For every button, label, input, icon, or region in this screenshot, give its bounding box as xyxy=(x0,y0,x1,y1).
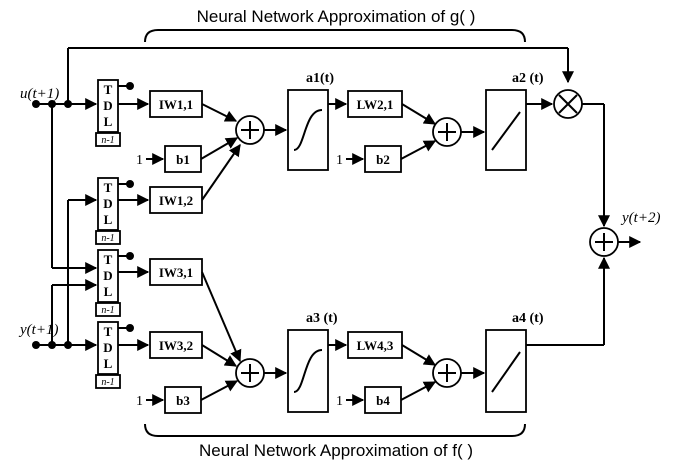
svg-text:L: L xyxy=(104,114,113,129)
svg-text:b3: b3 xyxy=(176,393,190,408)
b3-bias: 1 b3 xyxy=(136,386,202,414)
svg-text:LW4,3: LW4,3 xyxy=(357,338,394,353)
input-y-label: y(t+1) xyxy=(18,322,58,338)
bottom-brace xyxy=(144,423,526,437)
svg-text:D: D xyxy=(103,98,112,113)
input-u-label: u(t+1) xyxy=(20,86,59,102)
tdl-block-3: T D L n-1 xyxy=(95,249,150,317)
svg-text:n-1: n-1 xyxy=(101,377,114,388)
tdl-block-1: T D L n-1 xyxy=(95,79,150,147)
svg-text:b1: b1 xyxy=(176,152,190,167)
svg-text:D: D xyxy=(103,268,112,283)
lw43-box: LW4,3 xyxy=(347,331,437,401)
linear-layer-4: a4 (t) xyxy=(485,256,610,413)
y-input-wires xyxy=(32,194,98,351)
tdl-block-4: T D L n-1 xyxy=(95,321,150,389)
svg-text:L: L xyxy=(104,284,113,299)
svg-text:L: L xyxy=(104,356,113,371)
sum-junction-3 xyxy=(200,271,288,401)
bottom-caption: Neural Network Approximation of f( ) xyxy=(199,441,473,460)
svg-text:D: D xyxy=(103,340,112,355)
svg-text:b4: b4 xyxy=(376,393,390,408)
a4-label: a4 (t) xyxy=(512,311,544,326)
svg-text:LW2,1: LW2,1 xyxy=(357,97,394,112)
b2-bias: 1 b2 xyxy=(336,145,402,173)
svg-text:1: 1 xyxy=(336,153,343,168)
svg-text:IW3,2: IW3,2 xyxy=(159,338,193,353)
top-brace xyxy=(144,29,526,43)
iw32-box: IW3,2 xyxy=(149,331,203,359)
svg-text:n-1: n-1 xyxy=(101,233,114,244)
linear-layer-2: a2 (t) xyxy=(485,71,554,171)
lw21-box: LW2,1 xyxy=(347,90,437,160)
sum-junction-4 xyxy=(432,358,486,388)
a1-label: a1(t) xyxy=(306,71,334,86)
tdl-block-2: T D L n-1 xyxy=(95,177,150,245)
a2-label: a2 (t) xyxy=(512,71,544,86)
svg-text:IW1,2: IW1,2 xyxy=(159,193,193,208)
svg-text:1: 1 xyxy=(136,394,143,409)
iw31-box: IW3,1 xyxy=(149,258,203,286)
svg-text:1: 1 xyxy=(136,153,143,168)
svg-text:T: T xyxy=(104,180,113,195)
sum-junction-1 xyxy=(200,103,288,201)
a3-label: a3 (t) xyxy=(306,311,338,326)
output-sum-junction: y(t+2) xyxy=(589,210,660,257)
svg-text:IW3,1: IW3,1 xyxy=(159,265,193,280)
iw11-box: IW1,1 xyxy=(149,90,203,118)
multiply-junction xyxy=(553,89,610,228)
sigmoid-layer-1: a1(t) xyxy=(287,71,348,171)
svg-text:b2: b2 xyxy=(376,152,390,167)
u-input-wires xyxy=(32,47,574,274)
svg-text:T: T xyxy=(104,324,113,339)
svg-text:D: D xyxy=(103,196,112,211)
svg-text:1: 1 xyxy=(336,394,343,409)
iw12-box: IW1,2 xyxy=(149,186,203,214)
svg-text:n-1: n-1 xyxy=(101,135,114,146)
b1-bias: 1 b1 xyxy=(136,145,202,173)
b4-bias: 1 b4 xyxy=(336,386,402,414)
top-caption: Neural Network Approximation of g( ) xyxy=(197,7,476,26)
svg-text:IW1,1: IW1,1 xyxy=(159,97,193,112)
svg-text:T: T xyxy=(104,82,113,97)
sum-junction-2 xyxy=(432,117,486,147)
svg-text:T: T xyxy=(104,252,113,267)
svg-text:n-1: n-1 xyxy=(101,305,114,316)
svg-text:L: L xyxy=(104,212,113,227)
output-label: y(t+2) xyxy=(620,210,660,226)
sigmoid-layer-3: a3 (t) xyxy=(287,311,348,413)
